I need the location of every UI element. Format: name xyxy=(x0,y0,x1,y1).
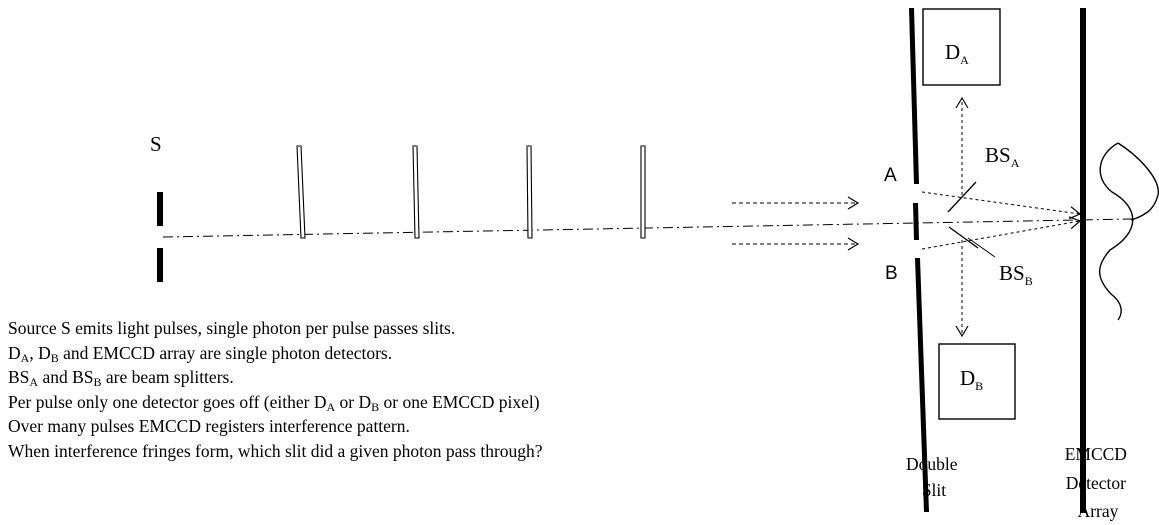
beam-splitter-b-label: BSB xyxy=(999,261,1033,288)
emccd-label: EMCCD Detector Array xyxy=(1065,444,1132,521)
explanation-notes: Source S emits light pulses, single phot… xyxy=(8,316,768,464)
path-slit-b-to-emccd xyxy=(921,216,1082,250)
double-slit-screen-upper xyxy=(909,8,919,184)
double-slit-screen-lower xyxy=(915,258,929,512)
light-pulse xyxy=(296,145,306,239)
note-text: BS xyxy=(8,367,30,388)
detector-b-box xyxy=(938,343,1016,420)
path-slit-a-to-emccd xyxy=(921,191,1082,220)
note-text: D xyxy=(8,342,21,363)
note-line: Per pulse only one detector goes off (ei… xyxy=(8,390,768,415)
note-subscript: B xyxy=(93,375,102,390)
note-subscript: A xyxy=(20,350,30,365)
note-text: and EMCCD array are single photon detect… xyxy=(58,342,393,363)
interference-pattern xyxy=(1098,142,1159,321)
detector-a-box xyxy=(922,8,1001,86)
note-text: and BS xyxy=(38,367,94,388)
beam-splitter-a-label: BSA xyxy=(985,143,1020,170)
beam-splitter-b-leader xyxy=(967,237,996,258)
note-line: DA, DB and EMCCD array are single photon… xyxy=(8,341,768,366)
source-slit-lower xyxy=(157,248,163,282)
detector-a-label: DA xyxy=(945,40,969,67)
note-subscript: B xyxy=(371,399,380,414)
note-subscript: A xyxy=(326,399,336,414)
note-text: are beam splitters. xyxy=(101,367,234,388)
note-line: BSA and BSB are beam splitters. xyxy=(8,365,768,390)
note-line: When interference fringes form, which sl… xyxy=(8,439,768,464)
double-slit-screen-middle xyxy=(913,203,919,240)
note-line: Over many pulses EMCCD registers interfe… xyxy=(8,414,768,439)
beam-splitter-a xyxy=(947,181,977,213)
beam-splitter-b xyxy=(948,226,979,249)
note-text: Source S emits light pulses, single phot… xyxy=(8,318,456,338)
source-label: S xyxy=(150,132,162,156)
note-subscript: A xyxy=(29,375,39,390)
note-text: When interference fringes form, which sl… xyxy=(8,440,543,461)
slit-a-label: A xyxy=(884,165,897,186)
optical-axis xyxy=(162,218,1133,238)
detector-b-label: DB xyxy=(960,366,983,393)
note-text: Per pulse only one detector goes off (ei… xyxy=(8,391,327,412)
note-text: , D xyxy=(29,342,51,363)
note-text: Over many pulses EMCCD registers interfe… xyxy=(8,416,410,437)
light-pulse xyxy=(526,145,533,239)
note-subscript: B xyxy=(50,350,59,365)
emccd-detector-array xyxy=(1080,8,1086,513)
light-pulse xyxy=(640,145,646,239)
note-text: or one EMCCD pixel) xyxy=(379,391,540,412)
note-text: or D xyxy=(335,391,372,412)
light-pulse xyxy=(412,145,420,239)
note-line: Source S emits light pulses, single phot… xyxy=(8,316,768,341)
source-slit-upper xyxy=(157,192,163,226)
slit-b-label: B xyxy=(885,263,898,284)
double-slit-label: Double Slit xyxy=(906,454,962,500)
